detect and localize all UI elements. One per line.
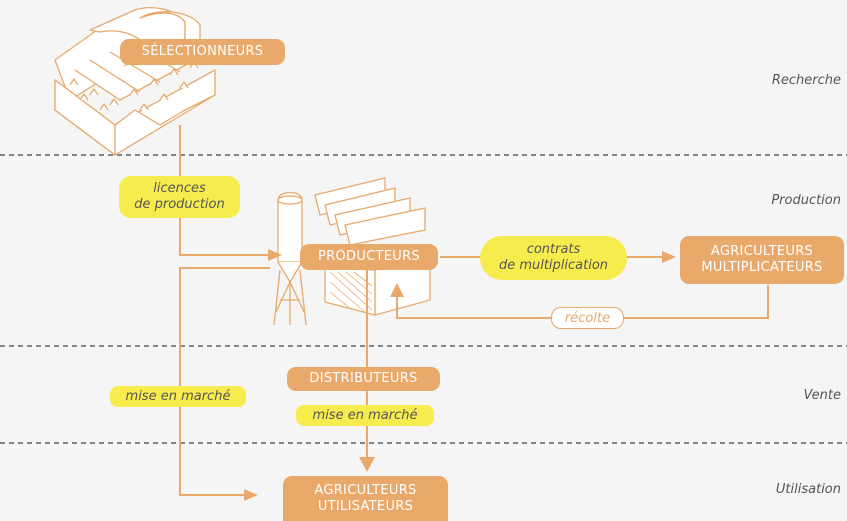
node-agriculteurs-multiplicateurs: AGRICULTEURS MULTIPLICATEURS	[680, 236, 844, 284]
connectors	[179, 125, 769, 496]
node-distributeurs: DISTRIBUTEURS	[287, 367, 440, 391]
node-selectionneurs-label: SÉLECTIONNEURS	[141, 44, 264, 59]
factory-illustration	[273, 177, 431, 326]
node-agriculteurs-utilisateurs: AGRICULTEURS UTILISATEURS	[283, 476, 448, 521]
tag-mise-en-marche-left-label: mise en marché	[125, 388, 231, 404]
node-selectionneurs: SÉLECTIONNEURS	[120, 39, 285, 65]
arrowhead-recolte	[390, 283, 404, 297]
arrowhead-to-producteurs	[268, 249, 282, 261]
tag-mise-en-marche-left: mise en marché	[110, 386, 246, 407]
tag-contrats-de-multiplication: contrats de multiplication	[480, 236, 627, 280]
tag-contrats-line1: contrats	[526, 242, 581, 257]
node-agri-multi-line2: MULTIPLICATEURS	[701, 260, 823, 275]
tag-licences-line2: de production	[134, 197, 225, 212]
tag-recolte: récolte	[551, 307, 624, 329]
tag-mise-en-marche-center-label: mise en marché	[312, 407, 418, 423]
arrowhead-left-to-utilisateurs	[244, 489, 258, 501]
node-distributeurs-label: DISTRIBUTEURS	[309, 371, 418, 386]
tag-mise-en-marche-center: mise en marché	[296, 405, 434, 426]
node-agri-util-line2: UTILISATEURS	[317, 498, 414, 514]
tag-licences-de-production: licences de production	[119, 176, 240, 218]
zone-label-vente: Vente	[803, 388, 841, 403]
tag-contrats-line2: de multiplication	[498, 258, 609, 273]
node-producteurs: PRODUCTEURS	[300, 244, 438, 270]
tag-licences-line1: licences	[153, 181, 206, 196]
greenhouse-illustration	[54, 7, 216, 156]
arrowheads	[244, 249, 676, 501]
node-agri-util-line1: AGRICULTEURS	[314, 482, 417, 498]
tag-recolte-label: récolte	[564, 310, 611, 326]
node-producteurs-label: PRODUCTEURS	[318, 249, 420, 264]
zone-label-utilisation: Utilisation	[775, 482, 841, 497]
node-agri-multi-line1: AGRICULTEURS	[710, 244, 814, 259]
arrowhead-to-utilisateurs	[359, 457, 375, 472]
arrowhead-to-multiplicateurs	[662, 251, 676, 263]
zone-label-recherche: Recherche	[771, 73, 841, 88]
zone-label-production: Production	[771, 193, 841, 208]
